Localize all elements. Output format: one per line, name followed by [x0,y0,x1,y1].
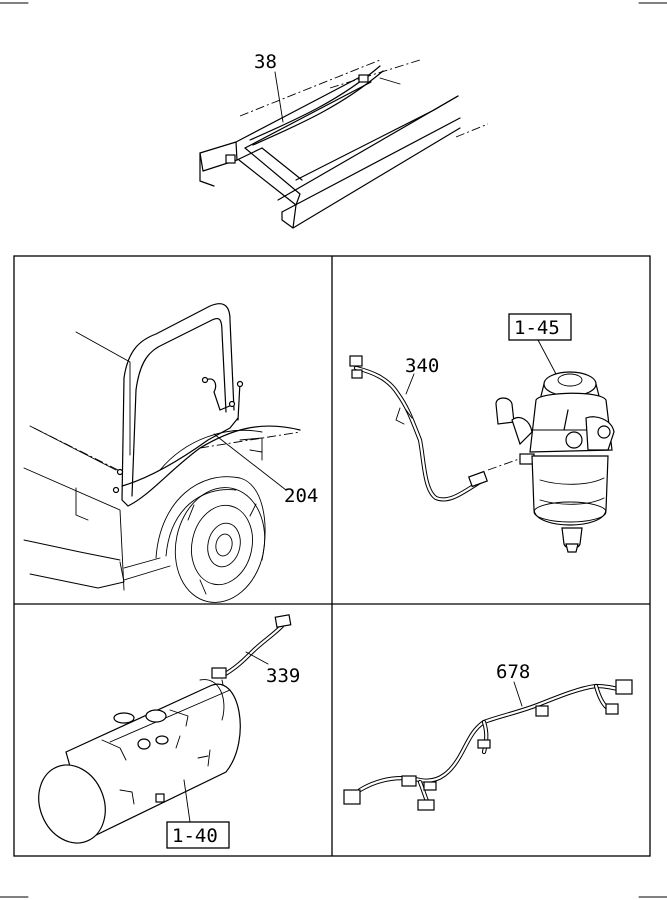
fuel-filter-illustration [349,339,615,553]
callout-1-40: 1-40 [172,825,218,847]
callout-204: 204 [284,485,318,507]
fuel-tank-illustration [38,614,292,844]
ref-box-1-45 [508,313,572,341]
callout-1-45: 1-45 [514,317,560,339]
panel-grid [13,255,651,857]
callout-38: 38 [254,51,277,73]
cab-illustration [23,303,301,603]
callout-339: 339 [266,665,300,687]
engine-harness-illustration [343,679,633,811]
callout-678: 678 [496,661,530,683]
ref-box-1-40 [166,821,230,849]
callout-340: 340 [405,355,439,377]
chassis-frame-illustration [199,59,489,229]
